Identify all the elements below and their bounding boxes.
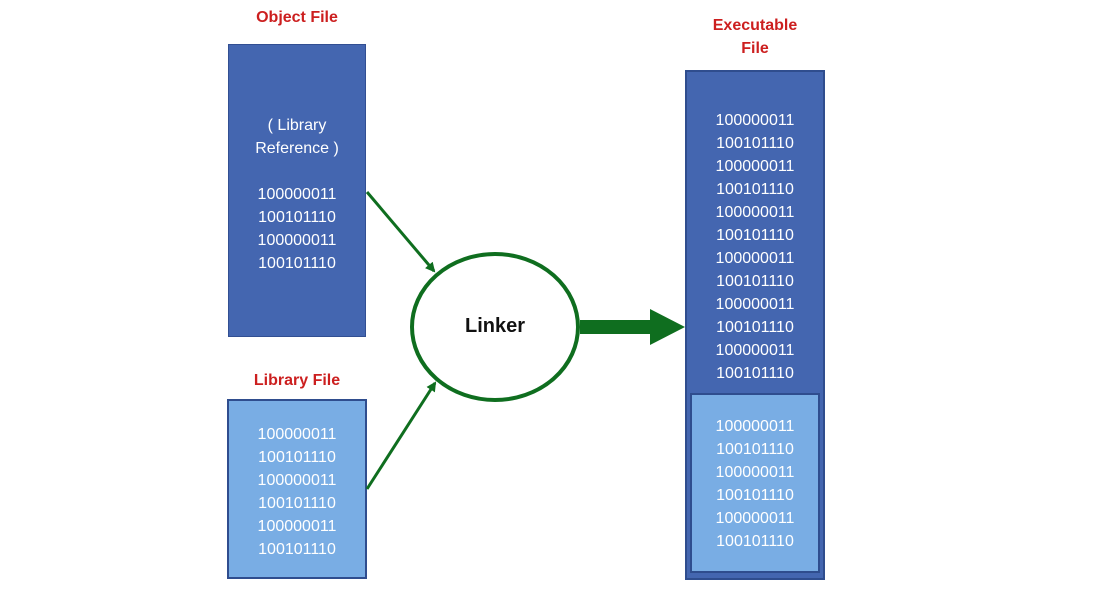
binary-line: 100000011 [715,342,795,359]
library-file-title: Library File [253,372,341,389]
binary-line: 100101110 [716,487,794,504]
binary-line: 100101110 [716,227,794,244]
binary-line: 100101110 [716,319,794,336]
binary-line: 100000011 [257,518,337,535]
executable-file-box: 100000011 100101110 100000011 100101110 … [685,70,825,580]
binary-line: 100101110 [716,533,794,550]
binary-line: 100101110 [258,495,336,512]
binary-line: 100101110 [258,449,336,466]
binary-line: 100000011 [715,250,795,267]
library-reference-line: ( Library [267,117,327,134]
linker-label: Linker [464,315,526,337]
executable-title-line: File [741,40,769,57]
binary-line: 100000011 [257,232,337,249]
linker-to-executable-arrow-head [650,309,685,345]
binary-line: 100000011 [715,158,795,175]
executable-code-section: 100000011 100101110 100000011 100101110 … [687,72,823,385]
binary-line: 100000011 [257,186,337,203]
executable-title-line: Executable [712,17,798,34]
binary-line: 100000011 [715,464,795,481]
binary-line: 100000011 [257,472,337,489]
binary-line: 100101110 [258,209,336,226]
binary-line: 100000011 [715,204,795,221]
executable-library-section: 100000011 100101110 100000011 100101110 … [690,393,820,573]
binary-line: 100000011 [257,426,337,443]
binary-line: 100101110 [258,541,336,558]
linker-to-executable-arrow-shaft [580,320,653,334]
library-file-box: 100000011 100101110 100000011 100101110 … [227,399,367,579]
binary-line: 100000011 [715,296,795,313]
binary-line: 100000011 [715,112,795,129]
executable-file-title: Executable File [685,14,825,60]
library-to-linker-arrow [365,381,437,490]
binary-line: 100000011 [715,510,795,527]
object-to-linker-arrow [365,191,436,273]
object-file-title: Object File [256,9,338,26]
library-reference-line: Reference ) [255,140,339,157]
linker-circle [410,252,580,402]
binary-line: 100101110 [716,273,794,290]
object-file-box: ( Library Reference ) 100000011 10010111… [228,44,366,337]
binary-line: 100000011 [715,418,795,435]
binary-line: 100101110 [258,255,336,272]
binary-line: 100101110 [716,135,794,152]
binary-line: 100101110 [716,441,794,458]
binary-line: 100101110 [716,181,794,198]
binary-line: 100101110 [716,365,794,382]
